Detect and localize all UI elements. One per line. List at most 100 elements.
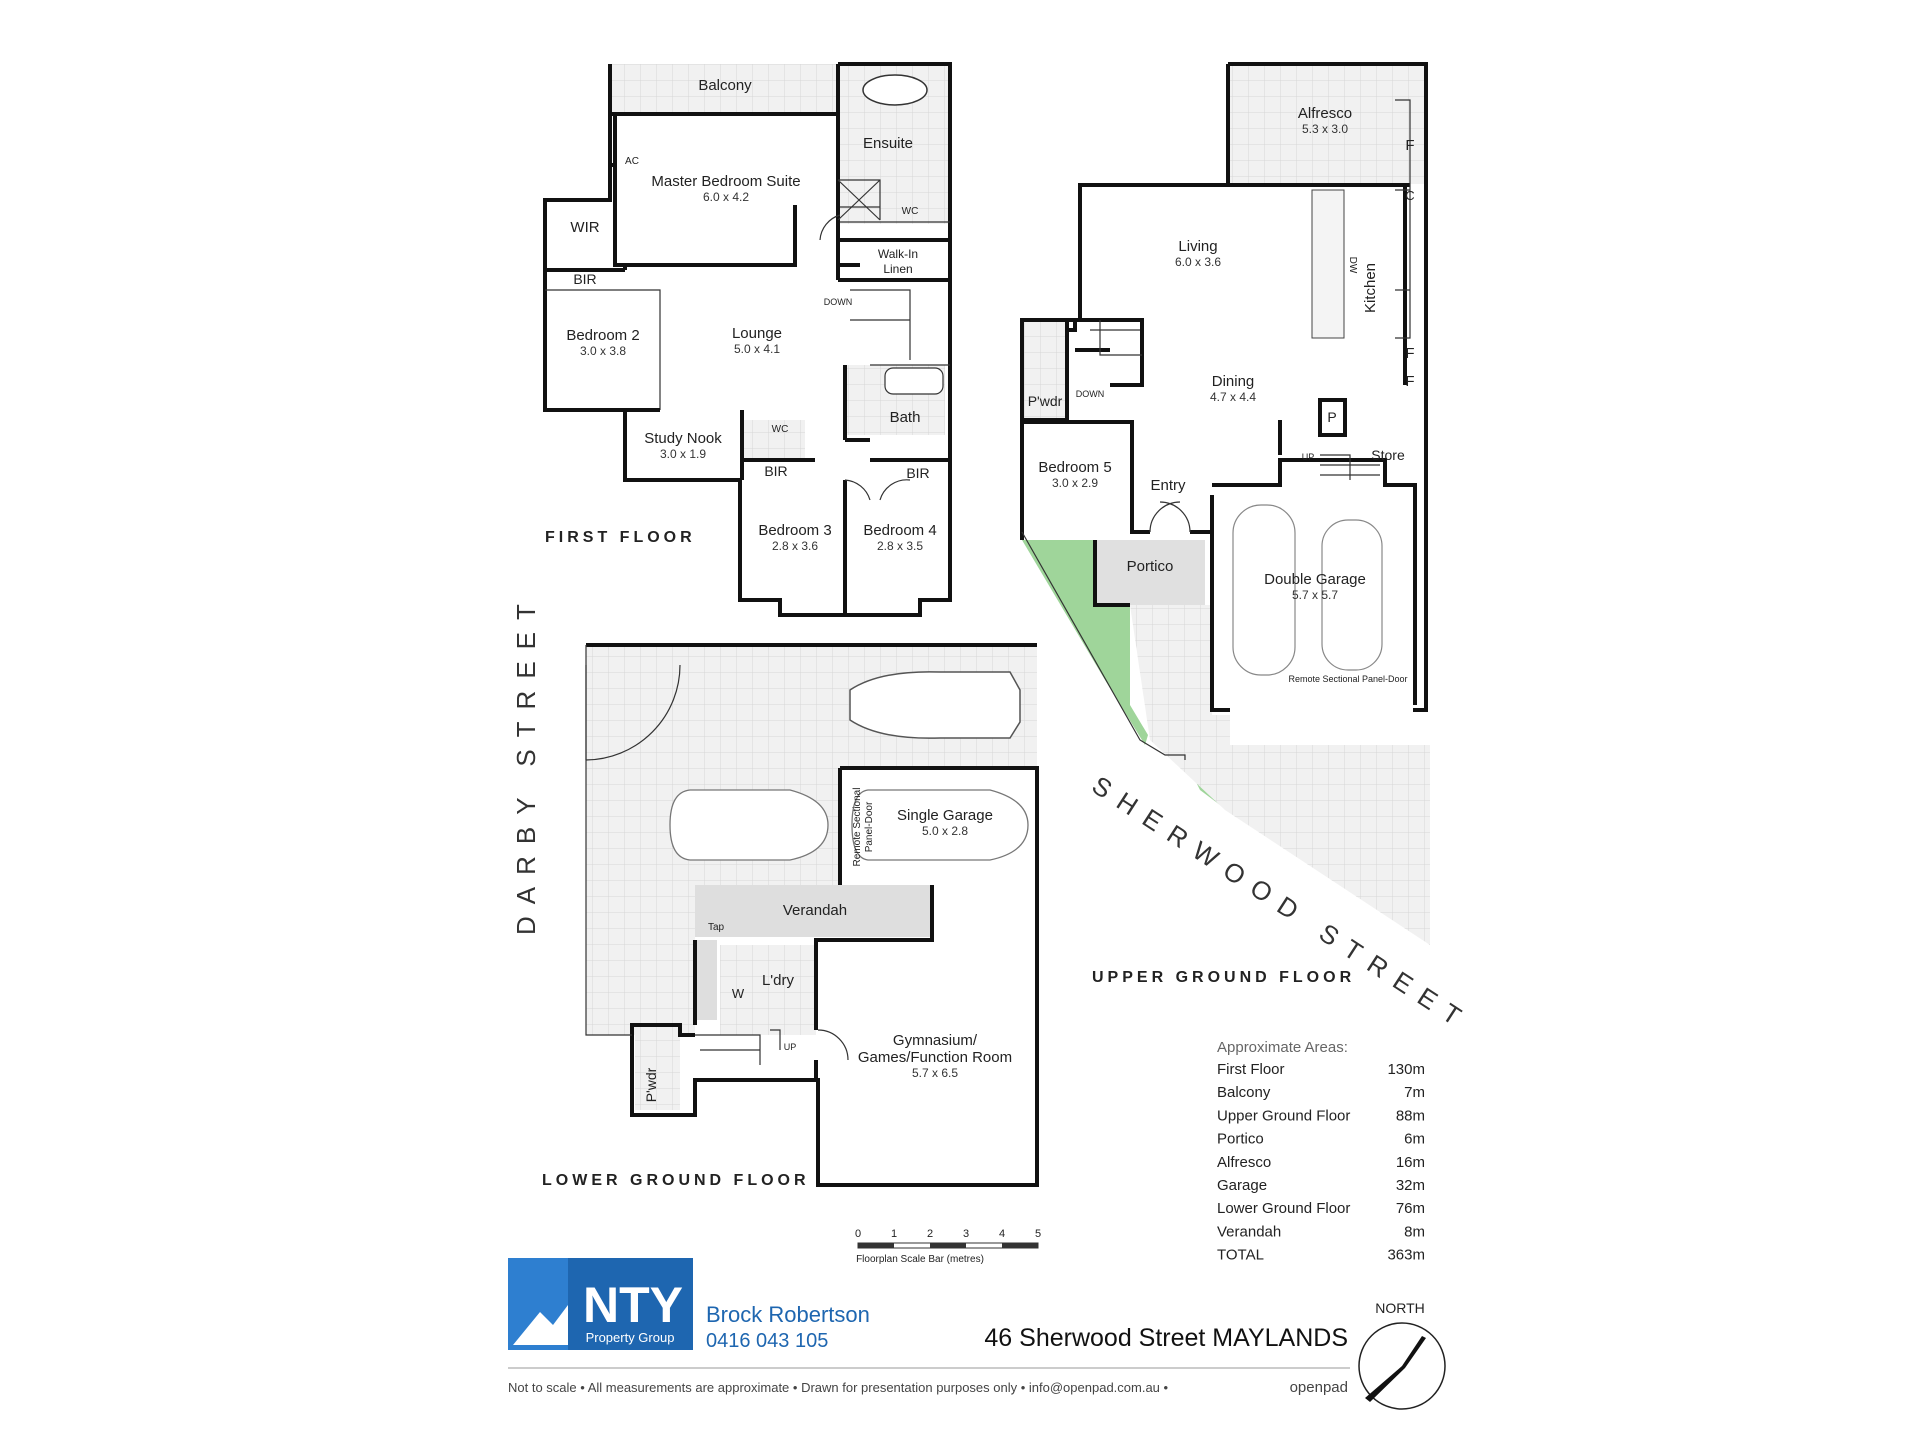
pwdr1-label: P'wdr bbox=[1028, 393, 1063, 409]
area-row-label: Alfresco bbox=[1217, 1154, 1271, 1171]
bathtub-icon bbox=[862, 74, 928, 106]
property-address: 46 Sherwood Street MAYLANDS bbox=[984, 1324, 1348, 1352]
double-garage-label: Double Garage bbox=[1264, 571, 1366, 588]
area-row-label: TOTAL bbox=[1217, 1247, 1264, 1264]
lounge-label: Lounge bbox=[732, 325, 782, 342]
bedroom4-label: Bedroom 4 bbox=[863, 522, 936, 539]
balcony-label: Balcony bbox=[698, 77, 752, 94]
footer-disclaimer: Not to scale • All measurements are appr… bbox=[508, 1380, 1169, 1395]
verandah-label: Verandah bbox=[783, 902, 847, 919]
area-row-label: Upper Ground Floor bbox=[1217, 1107, 1350, 1124]
lower-ground-floor-title: LOWER GROUND FLOOR bbox=[542, 1172, 810, 1189]
car-icon-2 bbox=[1321, 519, 1383, 671]
balcony-area bbox=[610, 64, 838, 114]
area-row-value: 130m bbox=[1387, 1061, 1425, 1078]
pwdr2-area bbox=[635, 1030, 680, 1110]
alfresco-area bbox=[1228, 64, 1426, 184]
down1-label: DOWN bbox=[824, 297, 853, 307]
upper-ground-floor-title: UPPER GROUND FLOOR bbox=[1092, 969, 1355, 986]
alfresco-label: Alfresco bbox=[1298, 105, 1352, 122]
driveway-area bbox=[1130, 605, 1430, 945]
ensuite-label: Ensuite bbox=[863, 135, 913, 152]
dining-label: Dining bbox=[1212, 373, 1255, 390]
dining-dim: 4.7 x 4.4 bbox=[1210, 390, 1256, 404]
bedroom2-label: Bedroom 2 bbox=[566, 327, 639, 344]
bedroom3-dim: 2.8 x 3.6 bbox=[772, 539, 818, 553]
remote-door-label-2a: Remote Sectional bbox=[852, 788, 863, 867]
bir2-label: BIR bbox=[764, 463, 787, 479]
car-icon-3 bbox=[669, 789, 829, 861]
up2-label: UP bbox=[784, 1042, 797, 1052]
gym-label-2: Games/Function Room bbox=[858, 1049, 1012, 1066]
living-dim: 6.0 x 3.6 bbox=[1175, 255, 1221, 269]
area-row-label: Lower Ground Floor bbox=[1217, 1200, 1350, 1217]
living-label: Living bbox=[1178, 238, 1217, 255]
areas-heading: Approximate Areas: bbox=[1217, 1039, 1348, 1056]
gym-dim: 5.7 x 6.5 bbox=[912, 1066, 958, 1080]
wc2-label: WC bbox=[772, 424, 789, 435]
area-row-value: 6m bbox=[1404, 1131, 1425, 1148]
gym-label-1: Gymnasium/ bbox=[893, 1032, 978, 1049]
double-garage-dim: 5.7 x 5.7 bbox=[1292, 588, 1338, 602]
scale-tick-label: 2 bbox=[927, 1228, 933, 1240]
remote-door-label-1: Remote Sectional Panel-Door bbox=[1288, 674, 1407, 684]
north-arrow-icon bbox=[1365, 1336, 1426, 1402]
store-label: Store bbox=[1371, 447, 1405, 463]
first-floor-title: FIRST FLOOR bbox=[545, 529, 696, 546]
scale-caption: Floorplan Scale Bar (metres) bbox=[856, 1254, 984, 1265]
master-bedroom-dim: 6.0 x 4.2 bbox=[703, 190, 749, 204]
fridge-label-1: F bbox=[1405, 137, 1414, 154]
down2-label: DOWN bbox=[1076, 389, 1105, 399]
openpad-logo: openpad bbox=[1290, 1379, 1348, 1396]
pantry-label: P bbox=[1327, 409, 1336, 425]
lower-ground-floor-plan bbox=[585, 643, 1039, 1187]
study-nook-label: Study Nook bbox=[644, 430, 722, 447]
area-row-value: 16m bbox=[1396, 1154, 1425, 1171]
area-row-label: Balcony bbox=[1217, 1084, 1271, 1101]
area-row-value: 88m bbox=[1396, 1107, 1425, 1124]
scale-tick-label: 0 bbox=[855, 1228, 861, 1240]
bedroom5-label: Bedroom 5 bbox=[1038, 459, 1111, 476]
area-row-label: First Floor bbox=[1217, 1061, 1285, 1078]
fridge-label-3: F bbox=[1405, 373, 1414, 390]
area-row-value: 32m bbox=[1396, 1177, 1425, 1194]
agent-name: Brock Robertson bbox=[706, 1302, 870, 1327]
dishwasher-label: DW bbox=[1347, 257, 1358, 274]
bedroom3-label: Bedroom 3 bbox=[758, 522, 831, 539]
scale-bar bbox=[857, 1242, 1039, 1249]
kitchen-label: Kitchen bbox=[1362, 263, 1379, 313]
tap-label: Tap bbox=[708, 922, 725, 933]
walkin-label-2: Linen bbox=[883, 262, 912, 276]
ac-label: AC bbox=[625, 156, 639, 167]
lounge-dim: 5.0 x 4.1 bbox=[734, 342, 780, 356]
north-label: NORTH bbox=[1375, 1300, 1425, 1316]
washer-label: W bbox=[732, 986, 745, 1001]
laundry-area bbox=[720, 945, 816, 1035]
single-garage-label: Single Garage bbox=[897, 807, 993, 824]
bath-label: Bath bbox=[890, 409, 921, 426]
area-row-label: Garage bbox=[1217, 1177, 1267, 1194]
scale-tick-label: 1 bbox=[891, 1228, 897, 1240]
car-icon-4 bbox=[851, 789, 1029, 861]
logo-subtext: Property Group bbox=[586, 1330, 675, 1345]
kitchen-island bbox=[1311, 189, 1345, 339]
scale-tick-label: 5 bbox=[1035, 1228, 1041, 1240]
alfresco-dim: 5.3 x 3.0 bbox=[1302, 122, 1348, 136]
logo-text: NTY bbox=[583, 1277, 683, 1333]
remote-door-label-2b: Panel-Door bbox=[864, 801, 875, 852]
wc2-area bbox=[740, 420, 805, 460]
boat-icon bbox=[849, 671, 1021, 739]
portico-label: Portico bbox=[1127, 558, 1174, 575]
verandah-area bbox=[695, 885, 932, 937]
area-row-value: 76m bbox=[1396, 1200, 1425, 1217]
area-row-label: Verandah bbox=[1217, 1223, 1281, 1240]
first-floor-plan bbox=[543, 62, 952, 617]
entry-label: Entry bbox=[1150, 477, 1186, 494]
agent-phone: 0416 043 105 bbox=[706, 1330, 828, 1352]
single-garage-dim: 5.0 x 2.8 bbox=[922, 824, 968, 838]
bir1-label: BIR bbox=[573, 271, 596, 287]
pwdr2-label: P'wdr bbox=[643, 1067, 659, 1102]
walkin-label-1: Walk-In bbox=[878, 247, 918, 261]
